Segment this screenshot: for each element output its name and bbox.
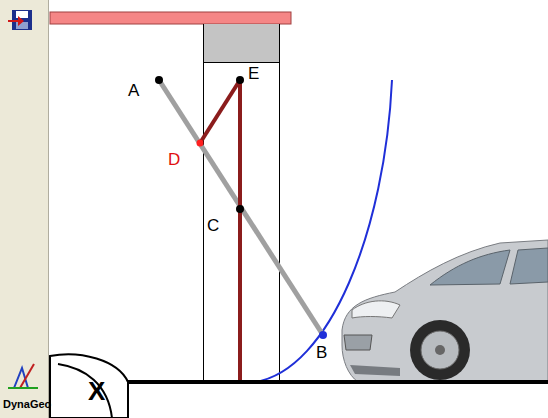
point-label: E	[248, 65, 259, 82]
point-a	[155, 76, 163, 84]
toolbar	[0, 0, 48, 418]
locus-curve	[255, 80, 392, 382]
frame-line	[203, 62, 279, 63]
point-d	[197, 140, 204, 147]
toolbar-edge	[48, 0, 49, 418]
point-label: B	[316, 344, 327, 361]
car	[342, 240, 548, 382]
frame-line	[203, 24, 204, 382]
point-label: A	[128, 82, 139, 99]
point-b	[319, 331, 327, 339]
ceiling-bar	[50, 12, 291, 24]
logo-text: DynaGeo	[3, 399, 51, 410]
save-icon	[8, 10, 32, 30]
point-c	[236, 205, 244, 213]
door-lintel	[203, 24, 279, 62]
point-e	[236, 76, 244, 84]
frame-line	[279, 24, 280, 382]
point-label: C	[207, 217, 219, 234]
guide-rod	[238, 80, 242, 382]
lever-rod	[200, 80, 240, 143]
point-label: D	[168, 151, 180, 168]
logo-letter: X	[88, 378, 105, 404]
